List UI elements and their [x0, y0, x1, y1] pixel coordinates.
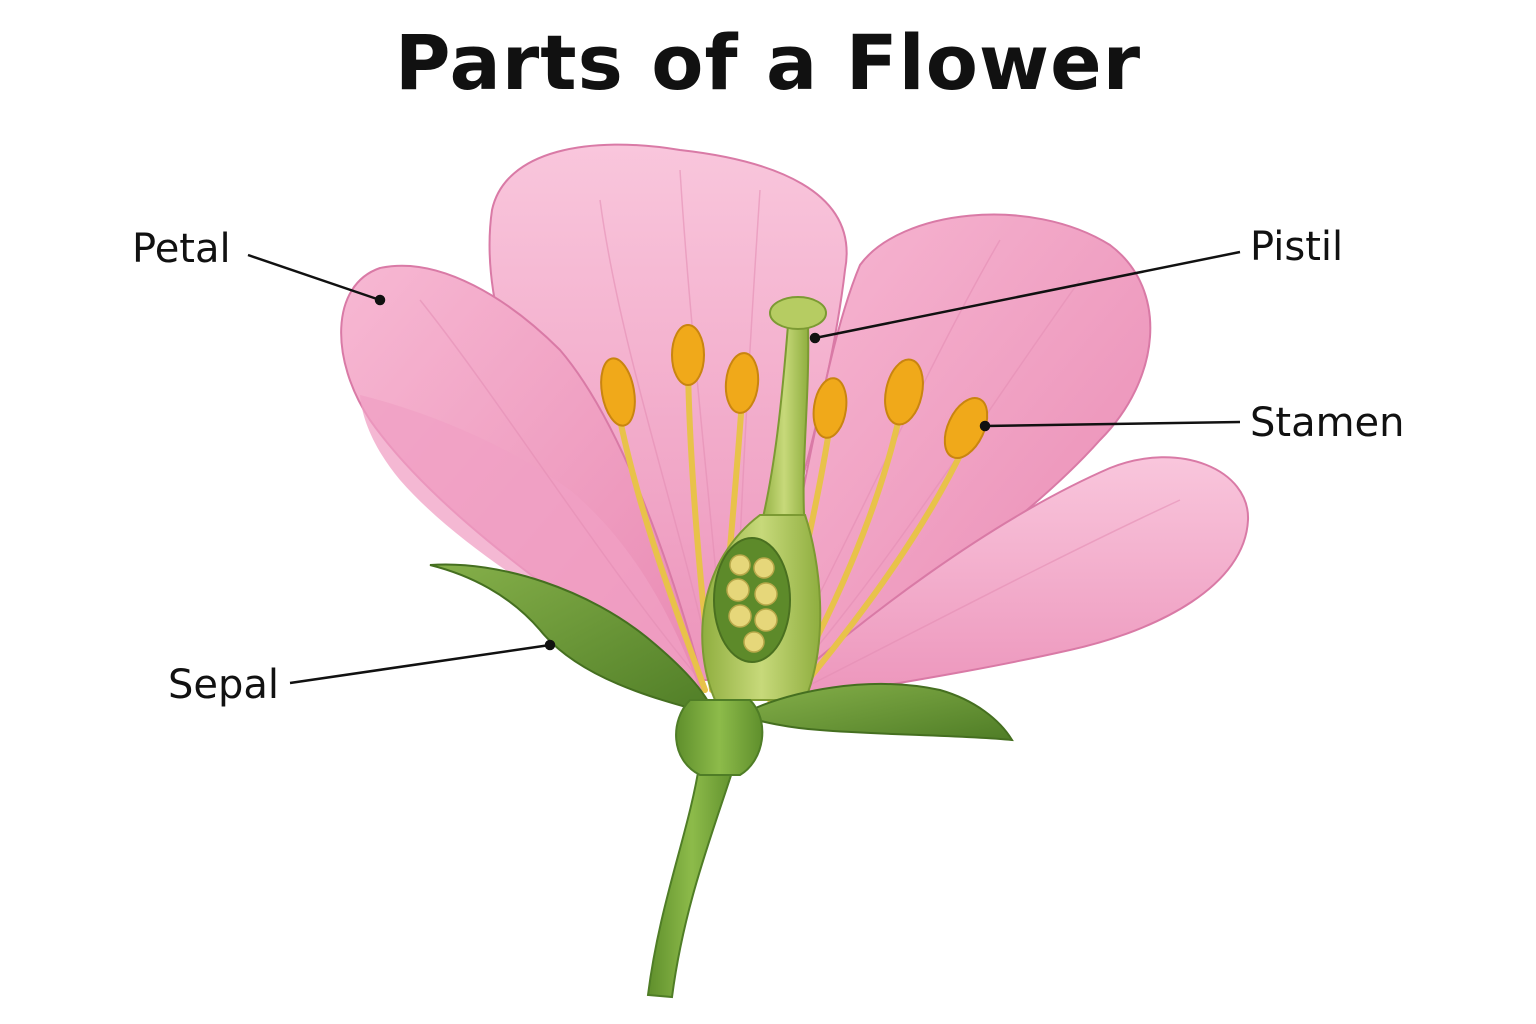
anther: [671, 324, 705, 386]
label-stamen: Stamen: [1250, 400, 1405, 446]
pistil-pointer-dot: [809, 332, 821, 344]
petal-leader: [247, 253, 381, 302]
ovules: [726, 554, 778, 653]
label-pistil: Pistil: [1250, 224, 1343, 270]
diagram-title: Parts of a Flower: [394, 18, 1142, 107]
leader-lines: [247, 250, 1241, 685]
pistil-stigma: [769, 296, 827, 330]
receptacle: [675, 699, 764, 776]
stamen-leader: [984, 420, 1241, 428]
label-petal: Petal: [132, 226, 231, 272]
anther: [884, 358, 924, 426]
anther: [600, 357, 636, 427]
anther: [812, 377, 848, 439]
pistil-leader: [814, 250, 1241, 340]
sepal-pointer-dot: [544, 639, 556, 651]
anthers: [600, 324, 989, 459]
sepal-leader: [289, 643, 551, 685]
label-sepal: Sepal: [168, 662, 279, 708]
petal-right: [768, 456, 1250, 707]
sepal-right: [737, 683, 1014, 742]
anther: [943, 397, 989, 459]
stamen-pointer-dot: [979, 420, 991, 432]
anther: [724, 352, 760, 414]
petal-pointer-dot: [374, 294, 386, 306]
stem: [646, 759, 738, 999]
